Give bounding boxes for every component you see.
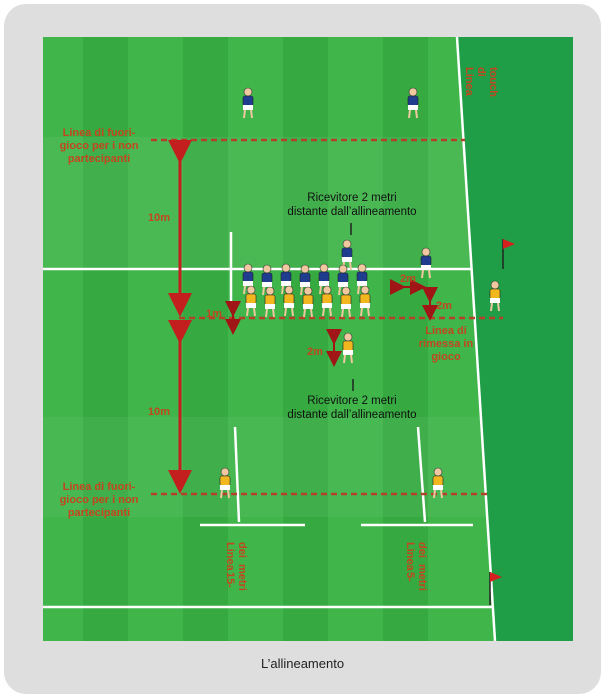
svg-text:gioco per i non: gioco per i non [60,494,139,506]
figure-caption: L’allineamento [0,656,605,671]
offside-bottom-label: Linea di fuori- gioco per i non partecip… [60,481,139,519]
lineout-diagram: Linea di touch Linea di fuori- gioco per… [43,37,573,641]
offside-top-label: Linea di fuori- gioco per i non partecip… [60,127,139,165]
svg-text:metri: metri [236,564,248,591]
svg-text:Linea: Linea [224,542,236,572]
svg-text:gioco per i non: gioco per i non [60,140,139,152]
label-10m-top: 10m [148,212,170,224]
label-2m-right: 2m [400,273,416,285]
svg-text:metri: metri [416,564,428,591]
svg-text:Ricevitore 2 metri: Ricevitore 2 metri [307,395,396,407]
line-15m-label: Linea dei 15- metri [224,542,248,591]
svg-text:partecipanti: partecipanti [68,507,130,519]
touch-line-label-3: touch [487,67,499,97]
svg-text:Linea di: Linea di [425,325,467,337]
svg-text:Linea: Linea [404,542,416,572]
svg-text:gioco: gioco [431,351,461,363]
svg-text:15-: 15- [224,572,236,588]
touch-line-label-1: Linea [463,67,475,97]
svg-text:5-: 5- [404,572,416,582]
svg-text:distante dall’allineamento: distante dall’allineamento [287,206,416,218]
label-10m-bottom: 10m [148,406,170,418]
svg-text:Ricevitore 2 metri: Ricevitore 2 metri [307,192,396,204]
svg-text:distante dall’allineamento: distante dall’allineamento [287,409,416,421]
svg-text:dei: dei [416,542,428,558]
svg-text:Linea di fuori-: Linea di fuori- [63,127,136,139]
label-2m-down: 2m [436,300,452,312]
touch-line-label-2: di [475,67,487,77]
svg-text:Linea di fuori-: Linea di fuori- [63,481,136,493]
label-2m-receiver: 2m [307,346,323,358]
svg-text:partecipanti: partecipanti [68,153,130,165]
svg-text:dei: dei [236,542,248,558]
svg-text:rimessa in: rimessa in [419,338,474,350]
label-1m: 1m [206,308,222,320]
